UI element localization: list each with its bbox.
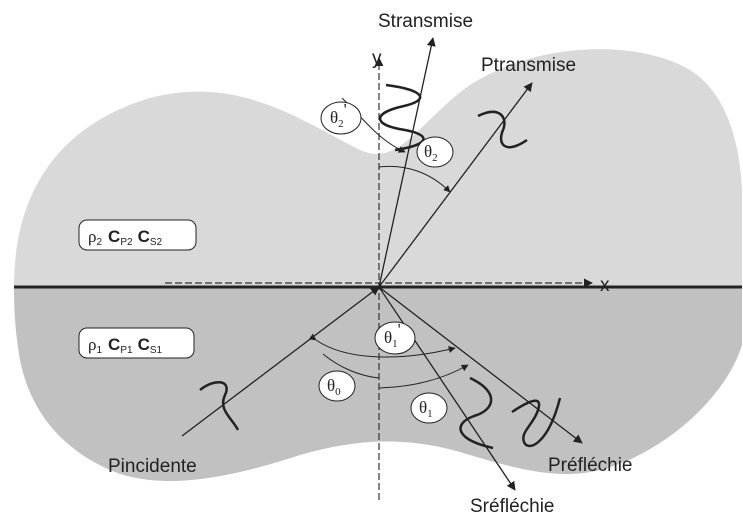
s-transmitted-wave [379,83,425,152]
theta2-label: θ2 [416,136,454,168]
s-reflected-wave [459,376,494,450]
s-reflected-ray [378,286,516,491]
s-reflected-label: Sréfléchie [470,496,555,517]
p-transmitted-wave [477,110,528,149]
theta1-prime-arc [308,333,456,358]
theta0-arc [322,353,380,379]
svg-text:θ2': θ2' [330,100,347,130]
y-axis-label: y [372,48,382,69]
p-incident-wave [199,381,240,431]
p-transmitted-label: Ptransmise [481,55,576,76]
theta1-label: θ1 [410,392,448,424]
svg-text:θ2: θ2 [424,142,438,164]
theta0-label: θ0 [318,370,356,402]
p-transmitted-ray [378,82,533,288]
theta2-prime-label: θ2' [320,100,362,135]
svg-text:θ1: θ1 [419,398,433,420]
p-reflected-label: Préfléchie [548,455,633,476]
p-incident-label: Pincidente [108,456,197,477]
p-incident-ray [181,286,380,437]
s-transmitted-label: Stransmise [378,11,473,32]
p-reflected-wave [511,397,562,448]
theta1-prime-label: θ1' [374,320,416,355]
lower-medium-region [14,287,742,482]
s-transmitted-ray [378,37,436,288]
theta2-arc [378,165,451,193]
svg-text:θ0: θ0 [327,376,341,398]
p-reflected-ray [378,286,583,444]
theta1-arc [378,364,469,389]
x-axis-label: x [600,275,610,296]
svg-text:θ1': θ1' [384,320,401,350]
upper-medium-region [14,49,742,288]
